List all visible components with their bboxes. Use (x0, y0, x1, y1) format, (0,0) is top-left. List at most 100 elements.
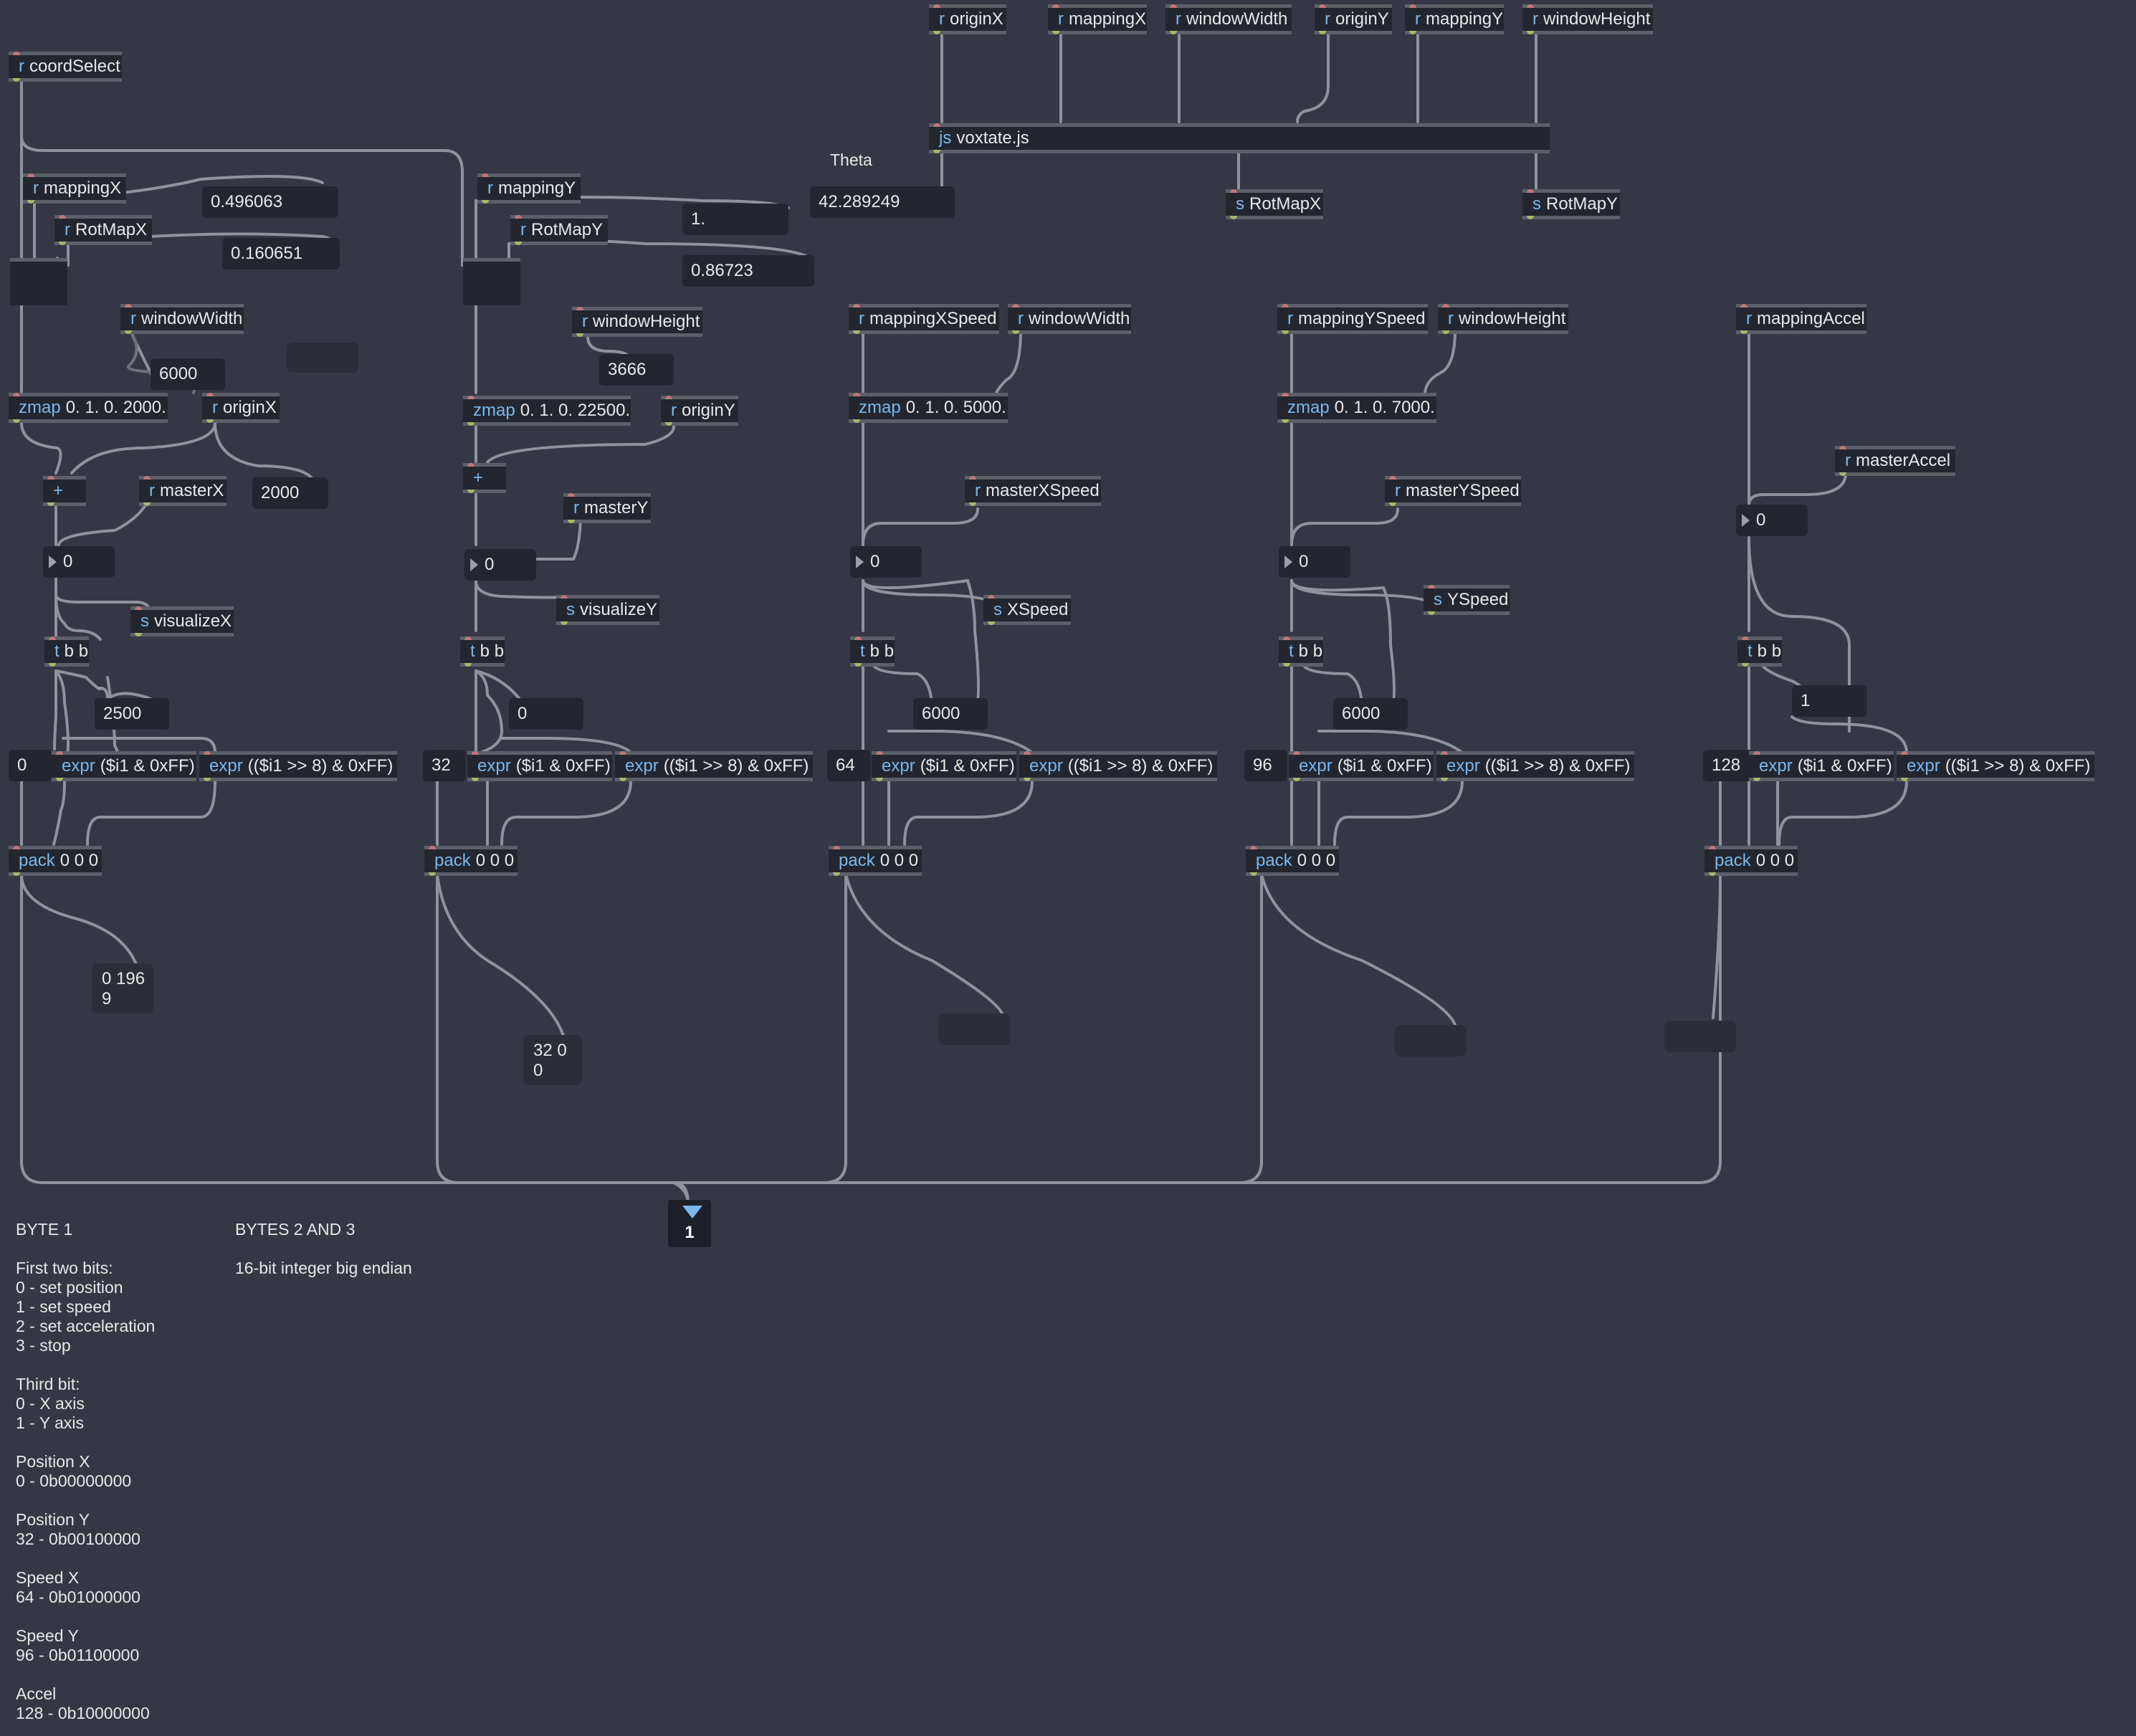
speed-x-number-box[interactable]: 0 (850, 546, 922, 578)
gate-switch-y[interactable] (463, 258, 520, 305)
trigger-x-number-box[interactable]: 2500 (95, 698, 169, 730)
message-box-yspeed[interactable] (1395, 1025, 1467, 1057)
position-y-number-box[interactable]: 0 (464, 549, 536, 581)
empty-message-box[interactable] (287, 343, 358, 373)
expr-lowbyte-x[interactable]: expr($i1 & 0xFF) (52, 751, 196, 781)
plus-y[interactable]: + (463, 463, 506, 493)
speed-y-number-box[interactable]: 0 (1279, 546, 1350, 578)
windowWidth-number-box[interactable]: 6000 (151, 358, 225, 390)
object-class: r (671, 401, 677, 420)
trigger-accel-number-box[interactable]: 1 (1792, 685, 1866, 717)
object-class: s (1236, 194, 1244, 214)
message-box-y[interactable]: 32 0 0 (523, 1035, 582, 1085)
message-box-accel[interactable] (1664, 1021, 1736, 1052)
receive-masterYSpeed[interactable]: r masterYSpeed (1385, 476, 1521, 506)
object-class: r (1395, 481, 1401, 500)
object-args: 0 0 0 (59, 851, 99, 870)
position-x-number-box[interactable]: 0 (43, 546, 115, 578)
mappingX-float-box[interactable]: 0.496063 (202, 186, 338, 218)
object-args: originX (223, 398, 277, 417)
object-class: t (1748, 642, 1753, 661)
expr-lowbyte-accel[interactable]: expr($i1 & 0xFF) (1749, 751, 1894, 781)
byte1-y-number-box[interactable]: 32 (423, 750, 466, 781)
trigger-yspeed-number-box[interactable]: 6000 (1333, 698, 1408, 730)
expr-lowbyte-xspeed[interactable]: expr($i1 & 0xFF) (872, 751, 1016, 781)
trigger-y-number-box[interactable]: 0 (509, 698, 583, 730)
object-class: expr (1299, 756, 1332, 776)
RotMapX-float-box[interactable]: 0.160651 (222, 238, 340, 270)
plus-x[interactable]: + (43, 476, 86, 506)
expr-lowbyte-yspeed[interactable]: expr($i1 & 0xFF) (1289, 751, 1434, 781)
object-args: masterYSpeed (1406, 481, 1520, 500)
object-args: mappingXSpeed (869, 309, 997, 328)
message-box-x[interactable]: 0 196 9 (92, 963, 153, 1014)
expr-highbyte-xspeed[interactable]: expr(($i1 >> 8) & 0xFF) (1019, 751, 1217, 781)
object-args: windowWidth (141, 309, 243, 328)
mappingY-float-box[interactable]: 1. (682, 204, 788, 235)
expr-highbyte-yspeed[interactable]: expr(($i1 >> 8) & 0xFF) (1436, 751, 1634, 781)
expr-highbyte-x[interactable]: expr(($i1 >> 8) & 0xFF) (199, 751, 397, 781)
accel-number-box[interactable]: 0 (1736, 505, 1808, 536)
byte1-yspeed-number-box[interactable]: 96 (1244, 750, 1287, 781)
message-box-xspeed[interactable] (939, 1014, 1011, 1045)
gate-switch-x[interactable] (10, 258, 67, 305)
byte1-xspeed-number-box[interactable]: 64 (827, 750, 870, 781)
expr-highbyte-y[interactable]: expr(($i1 >> 8) & 0xFF) (615, 751, 813, 781)
RotMapY-float-box[interactable]: 0.86723 (682, 255, 814, 287)
expr-highbyte-accel[interactable]: expr(($i1 >> 8) & 0xFF) (1897, 751, 2094, 781)
output-selector[interactable]: 1 (668, 1200, 711, 1247)
expr-lowbyte-y[interactable]: expr($i1 & 0xFF) (467, 751, 612, 781)
windowHeight-number-box[interactable]: 3666 (599, 354, 674, 386)
byte1-x-number-box[interactable]: 0 (9, 750, 52, 781)
theta-float-box[interactable]: 42.289249 (810, 186, 955, 218)
byte1-accel-number-box[interactable]: 128 (1703, 750, 1753, 781)
originX-number-box[interactable]: 2000 (252, 477, 328, 509)
trigger-xspeed-number-box[interactable]: 6000 (913, 698, 988, 730)
